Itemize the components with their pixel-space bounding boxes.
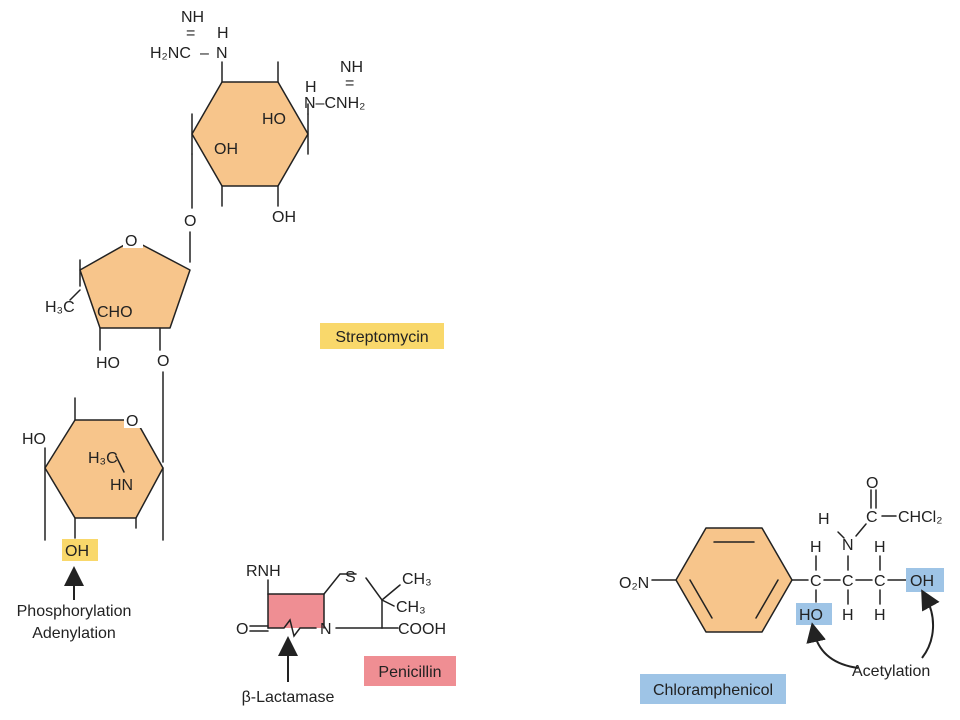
c2-hydrogen-bottom: H: [842, 607, 854, 624]
penicillin-label-box: [364, 656, 456, 686]
glycosidic-oxygen-2: O: [157, 353, 169, 370]
acetylation-arrow-ho: [806, 622, 859, 669]
penicillin-methyl-a: CH₃: [402, 571, 432, 588]
streptidine-right-h: H: [305, 79, 317, 96]
acetylation-arrow-oh: [921, 589, 940, 659]
secondary-hydroxyl: HO: [799, 607, 823, 624]
c1-hydrogen: H: [810, 539, 822, 556]
nitrobenzene-ring: [675, 527, 793, 633]
streptidine-right-double-bond: =: [345, 75, 354, 92]
penicillin-cooh: COOH: [398, 621, 446, 638]
beta-lactamase-label: β-Lactamase: [242, 689, 335, 706]
streptomycin-oh-highlight: [62, 539, 98, 561]
amide-hydrogen: H: [818, 511, 830, 528]
glucosamine-ring: [44, 419, 164, 519]
modification-phosphorylation: Phosphorylation: [17, 603, 132, 620]
streptidine-top-double-bond: =: [186, 25, 195, 42]
streptose-cho: CHO: [97, 304, 133, 321]
streptidine-right-n-cnh2: N–CNH₂: [304, 95, 365, 112]
streptomycin-label: Streptomycin: [335, 329, 428, 346]
chloramphenicol-ho-highlight: [796, 603, 832, 625]
streptidine-top-h: H: [217, 25, 229, 42]
c3-hydrogen-bottom: H: [874, 607, 886, 624]
streptose-ring: [79, 239, 191, 329]
beta-lactam-ring: [268, 594, 324, 628]
chloramphenicol-label: Chloramphenicol: [653, 682, 773, 699]
c3-hydrogen-top: H: [874, 539, 886, 556]
streptidine-oh: OH: [214, 141, 238, 158]
dichloromethyl: CHCl₂: [898, 509, 942, 526]
carbonyl-oxygen: O: [866, 475, 878, 492]
chloramphenicol-oh-highlight: [906, 568, 944, 592]
streptidine-right-nh: NH: [340, 59, 363, 76]
penicillin-sulfur: S: [345, 569, 356, 586]
penicillin-carbonyl-o: O: [236, 621, 248, 638]
amide-nitrogen: N: [842, 537, 854, 554]
streptose-ring-oxygen: O: [125, 233, 137, 250]
streptidine-top-nh: NH: [181, 9, 204, 26]
chain-carbon-2: C: [842, 573, 854, 590]
glucosamine-ring-oxygen: O: [126, 413, 138, 430]
streptidine-top-dash: –: [200, 45, 209, 62]
modification-adenylation: Adenylation: [32, 625, 116, 642]
glycosidic-oxygen-1: O: [184, 213, 196, 230]
acetylation-label: Acetylation: [852, 663, 930, 680]
streptomycin-target-oh: OH: [65, 543, 89, 560]
chloramphenicol-label-box: [640, 674, 786, 704]
streptose-methyl: H₃C: [45, 299, 75, 316]
acyl-carbon: C: [866, 509, 878, 526]
chain-carbon-1: C: [810, 573, 822, 590]
penicillin-structure: S CH₃ CH₃ N COOH RNH O β-Lactamase Penic…: [236, 563, 456, 706]
streptidine-top-n: N: [216, 45, 228, 62]
streptidine-top-h2nc: H₂NC: [150, 45, 191, 62]
penicillin-label: Penicillin: [378, 664, 441, 681]
penicillin-methyl-b: CH₃: [396, 599, 426, 616]
broken-amide-bond: [267, 618, 317, 638]
primary-hydroxyl: OH: [910, 573, 934, 590]
streptidine-ho: HO: [262, 111, 286, 128]
glucosamine-hn: HN: [110, 477, 133, 494]
penicillin-nitrogen: N: [320, 621, 332, 638]
streptomycin-label-box: [320, 323, 444, 349]
chain-carbon-3: C: [874, 573, 886, 590]
glucosamine-methyl: H₃C: [88, 450, 118, 467]
nitro-group: O₂N: [619, 575, 649, 592]
streptose-ho: HO: [96, 355, 120, 372]
glucosamine-ho: HO: [22, 431, 46, 448]
streptidine-oh-bottom: OH: [272, 209, 296, 226]
streptidine-ring: [191, 81, 309, 187]
streptomycin-structure: NH = H H₂NC – N NH = H N–CNH₂ HO OH OH O…: [17, 9, 444, 642]
penicillin-rnh: RNH: [246, 563, 281, 580]
chloramphenicol-structure: O₂N C C C H N H C O CHCl₂ H HO H H: [619, 475, 944, 704]
